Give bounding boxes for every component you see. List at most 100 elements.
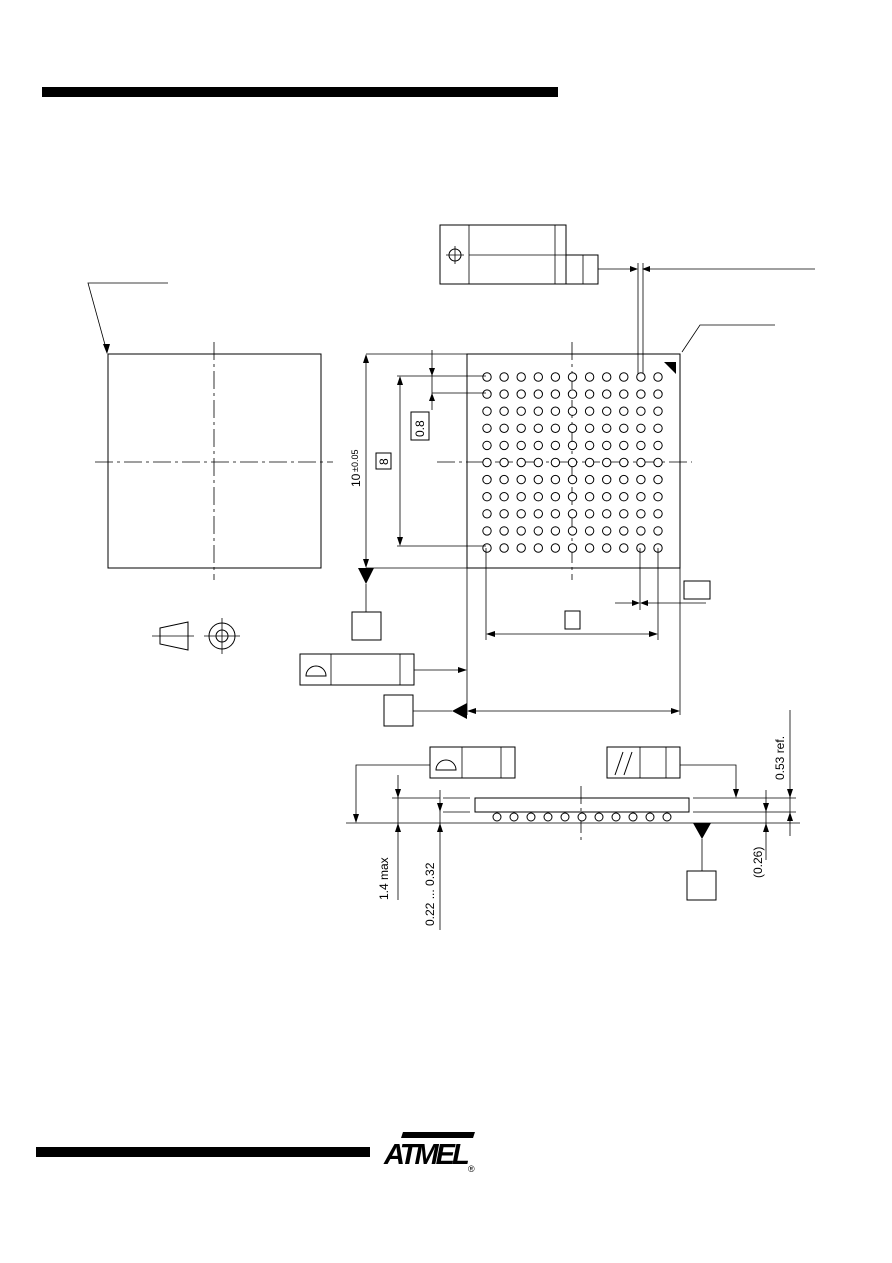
solder-ball <box>602 543 612 553</box>
profile-icon <box>305 665 327 677</box>
bottom-view <box>437 324 775 580</box>
side-solder-ball <box>628 812 638 822</box>
bottom-view-dimensions: 10 ±0.05 8 0.8 <box>349 350 486 641</box>
solder-ball <box>482 526 492 536</box>
solder-ball <box>619 509 629 519</box>
solder-ball <box>482 492 492 502</box>
solder-ball <box>653 389 663 399</box>
side-solder-ball <box>492 812 502 822</box>
dim-10-label: 10 <box>349 473 363 487</box>
solder-ball <box>602 440 612 451</box>
solder-ball <box>516 543 526 553</box>
solder-ball <box>499 372 509 382</box>
solder-ball <box>602 372 612 382</box>
solder-ball <box>550 457 561 468</box>
dim-height-max: 1.4 max <box>377 857 391 900</box>
solder-ball <box>516 389 526 399</box>
solder-ball <box>567 406 578 416</box>
solder-ball <box>619 440 629 451</box>
solder-ball <box>584 457 595 468</box>
side-solder-ball <box>662 812 672 822</box>
solder-ball <box>499 474 509 485</box>
side-solder-ball <box>577 812 587 822</box>
solder-ball <box>499 389 509 399</box>
solder-ball <box>499 440 509 451</box>
solder-ball <box>550 372 561 382</box>
solder-ball <box>602 526 612 536</box>
solder-ball <box>482 440 492 451</box>
dim-ref: 0.53 ref. <box>773 736 787 780</box>
side-view: 1.4 max 0.22 ... 0.32 (0.26) 0.53 ref. <box>346 710 800 930</box>
solder-ball <box>499 423 509 433</box>
solder-ball <box>602 492 612 502</box>
dim-026: (0.26) <box>751 847 765 878</box>
solder-ball <box>653 492 663 502</box>
datum-a-box <box>351 611 382 641</box>
solder-ball <box>653 406 663 416</box>
solder-ball <box>550 406 561 416</box>
dim-8-label: 8 <box>377 458 391 465</box>
solder-ball <box>499 526 509 536</box>
solder-ball <box>550 474 561 485</box>
solder-ball <box>516 526 526 536</box>
solder-ball <box>619 423 629 433</box>
position-tolerance-frame <box>439 224 815 376</box>
solder-ball <box>567 440 578 451</box>
solder-ball <box>653 526 663 536</box>
solder-ball <box>619 492 629 502</box>
solder-ball <box>567 543 578 553</box>
solder-ball <box>584 440 595 451</box>
solder-ball <box>567 474 578 485</box>
solder-ball <box>533 440 543 451</box>
solder-ball <box>516 406 526 416</box>
parallelism-icon <box>614 751 624 776</box>
solder-ball <box>636 423 646 433</box>
top-view-leader <box>87 282 168 353</box>
footer-bar <box>36 1147 370 1157</box>
solder-ball <box>482 509 492 519</box>
solder-ball <box>533 509 543 519</box>
solder-ball <box>636 389 646 399</box>
solder-ball <box>584 372 595 382</box>
solder-ball <box>584 492 595 502</box>
solder-ball <box>550 526 561 536</box>
solder-ball <box>550 509 561 519</box>
solder-ball <box>636 406 646 416</box>
dim-ball-height: 0.22 ... 0.32 <box>423 862 437 926</box>
dim-pitch-label: 0.8 <box>413 420 427 437</box>
solder-ball <box>619 526 629 536</box>
solder-ball <box>602 457 612 468</box>
solder-ball <box>636 440 646 451</box>
solder-ball <box>499 509 509 519</box>
solder-ball <box>482 372 492 382</box>
solder-ball <box>653 509 663 519</box>
solder-ball <box>584 509 595 519</box>
side-solder-ball <box>594 812 604 822</box>
solder-ball <box>516 492 526 502</box>
side-solder-ball <box>509 812 519 822</box>
solder-ball <box>636 457 646 468</box>
solder-ball <box>584 423 595 433</box>
profile-icon-side <box>435 759 457 771</box>
side-solder-ball <box>560 812 570 822</box>
solder-ball <box>653 440 663 451</box>
solder-ball <box>636 509 646 519</box>
solder-ball <box>653 372 663 382</box>
solder-ball <box>550 389 561 399</box>
solder-ball <box>533 492 543 502</box>
top-view-outline <box>107 353 322 569</box>
solder-ball <box>602 509 612 519</box>
datum-b-box <box>383 694 414 727</box>
solder-ball <box>602 423 612 433</box>
solder-ball <box>619 406 629 416</box>
logo-top-bar <box>401 1132 475 1138</box>
solder-ball <box>636 526 646 536</box>
solder-ball <box>516 372 526 382</box>
solder-ball <box>499 543 509 553</box>
solder-ball <box>516 474 526 485</box>
solder-ball <box>619 372 629 382</box>
datum-b-triangle <box>452 703 467 719</box>
solder-ball <box>584 406 595 416</box>
package-body <box>474 797 690 813</box>
solder-ball <box>533 372 543 382</box>
